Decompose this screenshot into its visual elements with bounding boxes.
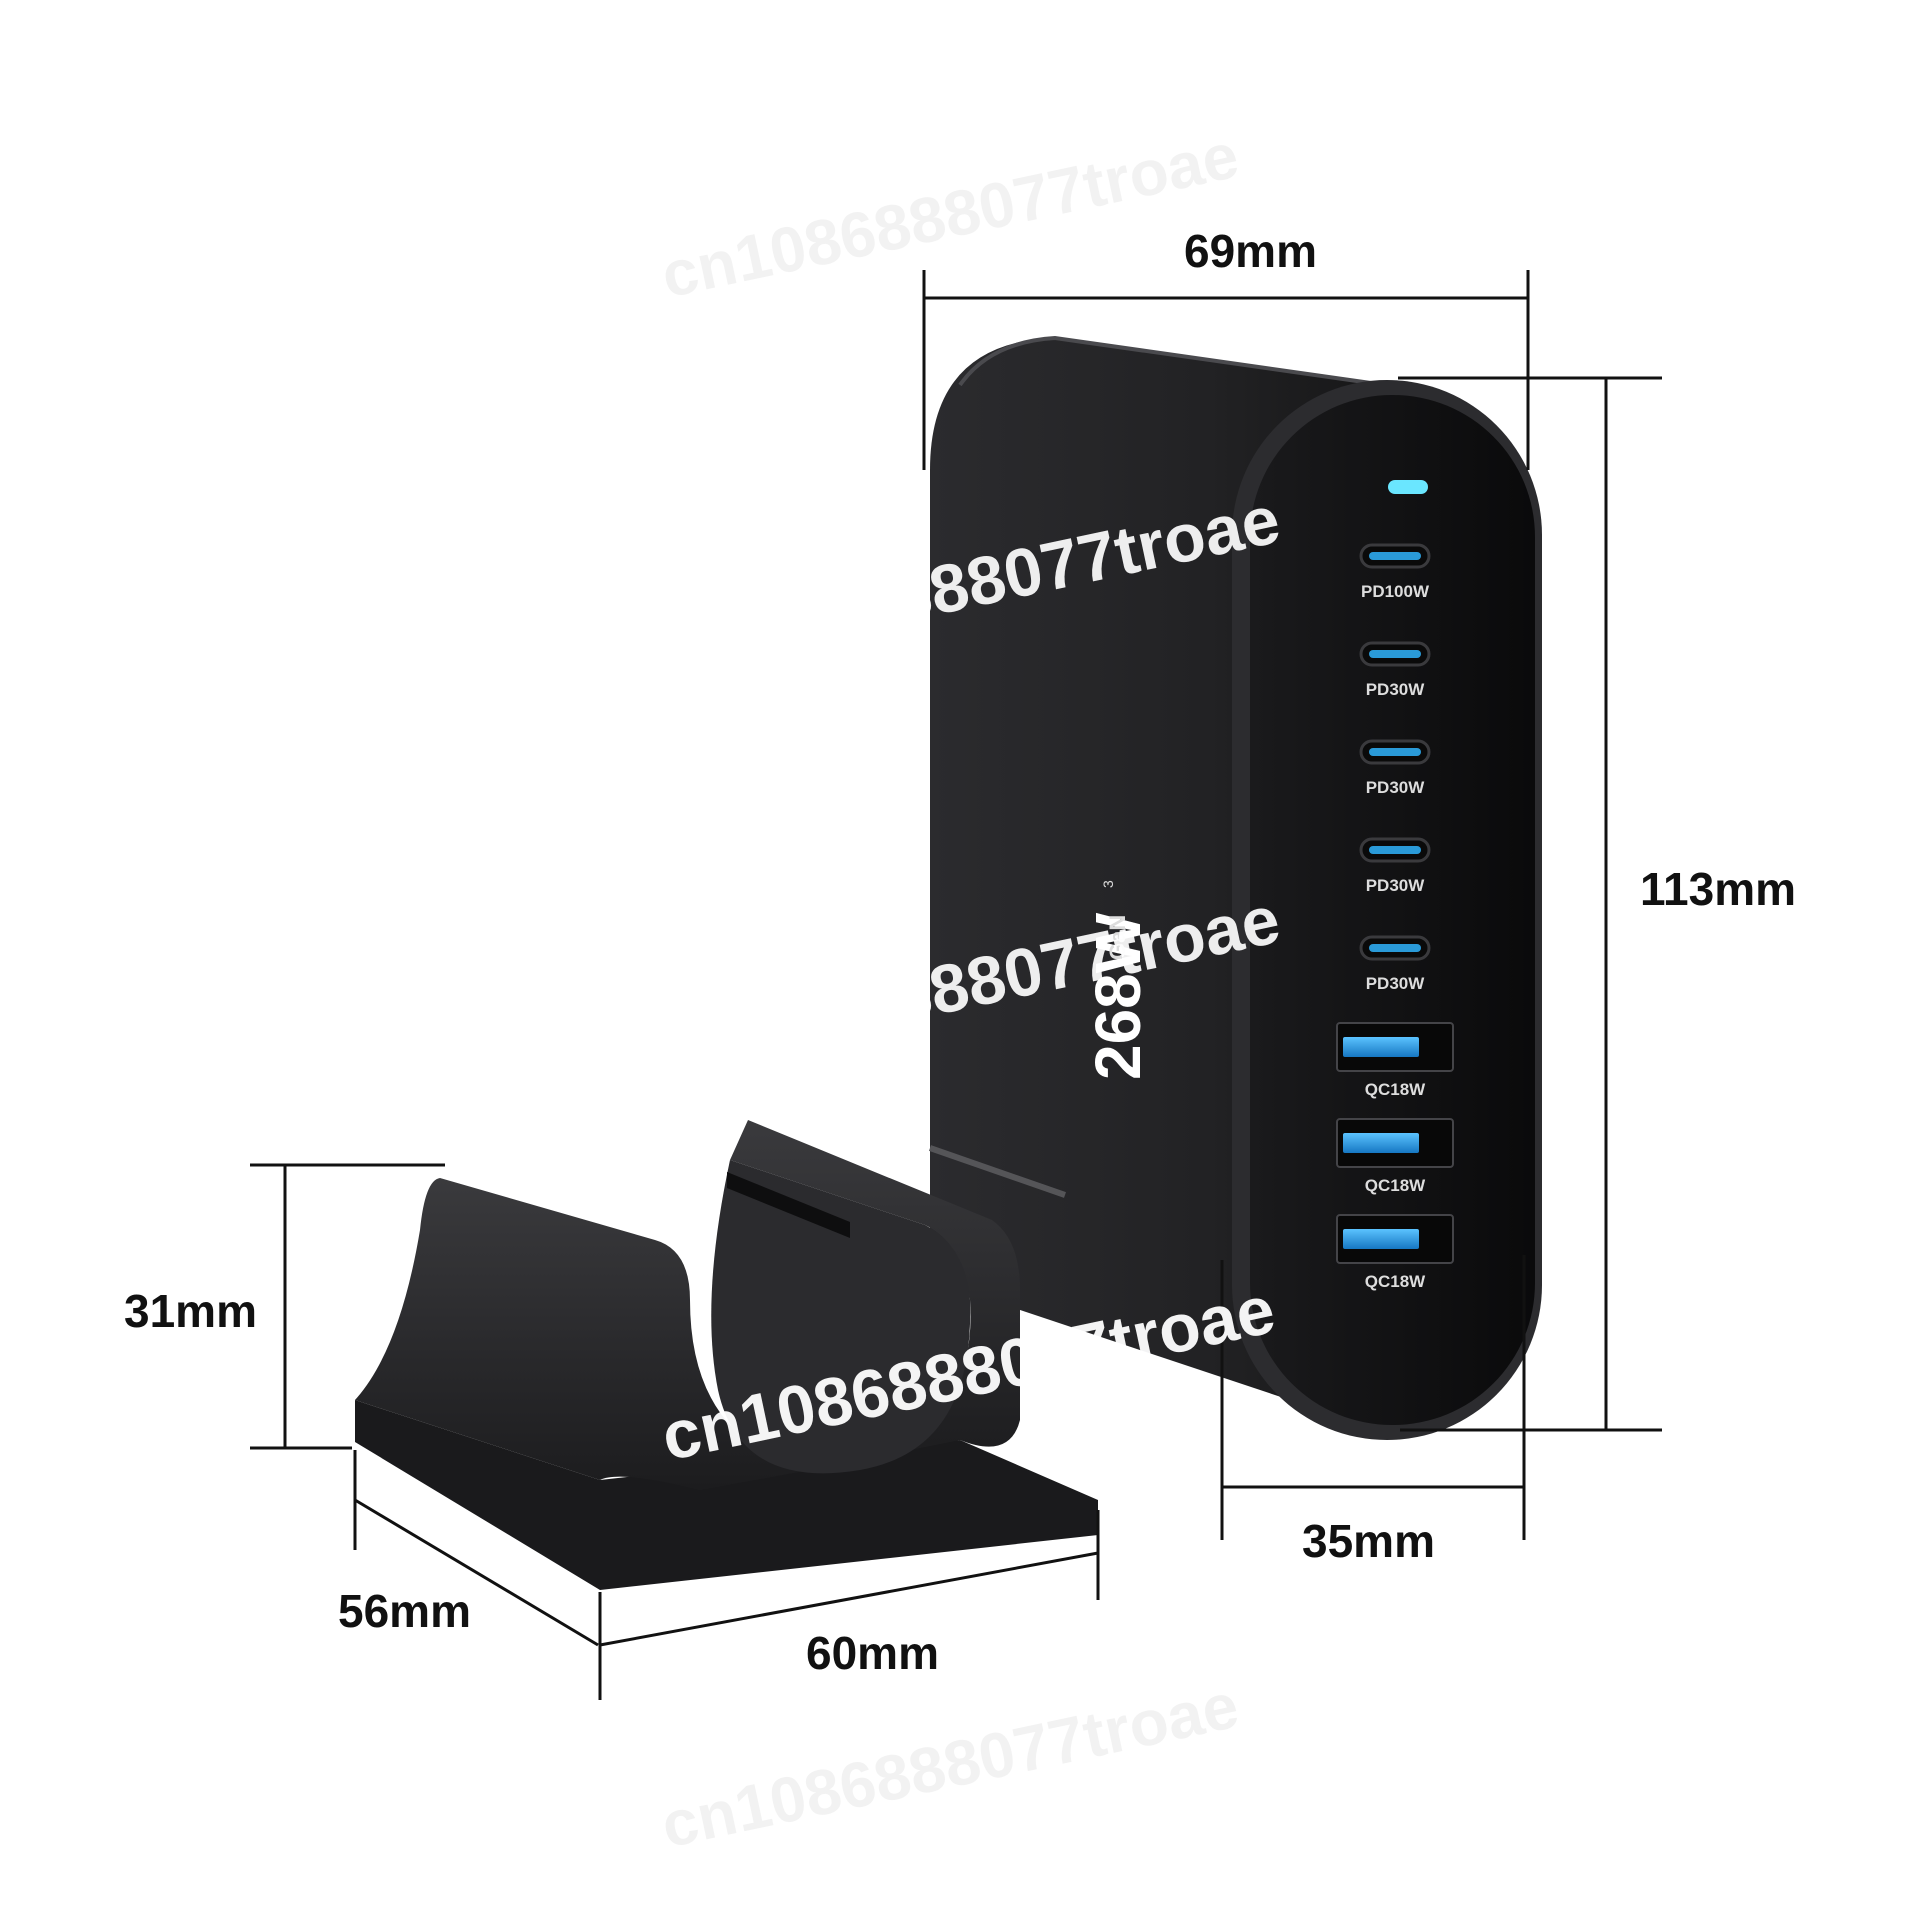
port-column: PD100W PD30W PD30W PD30W PD30W QC18W QC18W QC18…	[1336, 543, 1454, 1291]
port-label: PD30W	[1366, 974, 1426, 993]
port-label: PD30W	[1366, 778, 1426, 797]
usb-c-port-tongue	[1369, 552, 1421, 560]
stand-slot	[727, 1172, 850, 1238]
usb-c-port-tongue	[1369, 748, 1421, 756]
dim-stand-depth-line	[354, 1498, 599, 1647]
usb-c-port-tongue	[1369, 944, 1421, 952]
stand-right-wall	[730, 1120, 1020, 1470]
usb-a-port-tongue	[1343, 1037, 1419, 1057]
usb-c-port-tongue	[1369, 846, 1421, 854]
dimension-lines	[250, 270, 1662, 1700]
gan-superscript: 3	[1100, 880, 1116, 888]
port-label: QC18W	[1365, 1176, 1426, 1195]
stand	[355, 1120, 1098, 1590]
wattage-label: 268W	[1082, 912, 1154, 1080]
status-led-icon	[1388, 480, 1428, 494]
dim-stand-width-line	[599, 1551, 1099, 1647]
dim-height-label: 113mm	[1640, 863, 1797, 915]
port-label: QC18W	[1365, 1272, 1426, 1291]
charger	[929, 335, 1542, 1440]
port-label: PD100W	[1361, 582, 1430, 601]
dim-depth-label: 35mm	[1302, 1515, 1435, 1567]
charger-faceplate	[1250, 395, 1535, 1425]
charger-seam	[929, 1145, 1066, 1198]
charger-top-edge	[958, 335, 1386, 387]
gan-label: GaN	[1105, 915, 1130, 960]
usb-c-port-tongue	[1369, 650, 1421, 658]
port-label: PD30W	[1366, 876, 1426, 895]
port-label: QC18W	[1365, 1080, 1426, 1099]
dim-stand-height-label: 31mm	[124, 1285, 257, 1337]
dim-stand-depth-label: 56mm	[338, 1585, 471, 1637]
usb-a-port-tongue	[1343, 1133, 1419, 1153]
stand-cradle	[711, 1160, 971, 1474]
port-label: PD30W	[1366, 680, 1426, 699]
usb-a-port-tongue	[1343, 1229, 1419, 1249]
dim-width-label: 69mm	[1184, 225, 1317, 277]
dim-stand-width-label: 60mm	[806, 1627, 939, 1679]
stand-left-wall	[355, 1178, 810, 1490]
